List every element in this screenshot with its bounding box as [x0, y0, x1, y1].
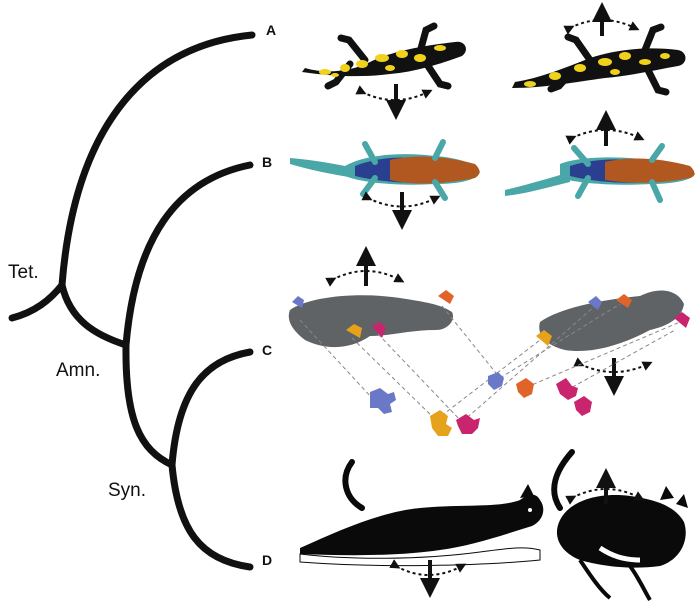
tip-label-a: A — [266, 22, 277, 38]
foot-right-back — [616, 294, 632, 308]
foot-right-mid2 — [674, 312, 690, 328]
cat-right — [551, 449, 688, 602]
trackway-lines — [299, 303, 681, 423]
salamander-left — [302, 22, 466, 90]
lizard-left — [290, 139, 480, 201]
tip-label-c: C — [262, 342, 273, 358]
lizard-right — [505, 143, 695, 203]
foot-left-back — [438, 290, 454, 304]
branch-root — [8, 281, 66, 322]
branch-synapsida-to-c — [168, 348, 254, 469]
tip-label-d: D — [262, 552, 273, 568]
cat-left — [299, 459, 544, 567]
bending-arrow-icon — [325, 246, 653, 396]
tip-label-b: B — [262, 154, 273, 170]
cynodont-right — [536, 290, 690, 352]
salamander-right — [512, 23, 686, 96]
bending-arrow-icon — [361, 110, 645, 230]
clade-label-synapsida: Syn. — [108, 480, 147, 501]
branch-amniota-to-synapsida — [122, 341, 176, 469]
clade-label-tetrapoda: Tet. — [8, 262, 39, 283]
foot-left-mid2 — [372, 322, 386, 338]
phylogeny-tree — [8, 31, 256, 571]
cynodont-left — [288, 290, 454, 348]
footprint-icon — [370, 372, 592, 436]
foot-left-front — [292, 296, 304, 308]
bending-arrow-icon — [389, 468, 645, 598]
branch-tetrapoda-to-a — [58, 31, 256, 289]
bending-arrow-icon — [355, 2, 640, 120]
branch-synapsida-to-d — [168, 461, 254, 571]
branch-amniota-to-b — [122, 161, 254, 349]
foot-left-mid1 — [346, 324, 362, 338]
foot-right-front — [588, 296, 602, 310]
clade-label-amniota: Amn. — [56, 360, 101, 381]
branch-tetrapoda-to-amniota — [58, 281, 130, 349]
foot-right-mid1 — [536, 330, 552, 346]
